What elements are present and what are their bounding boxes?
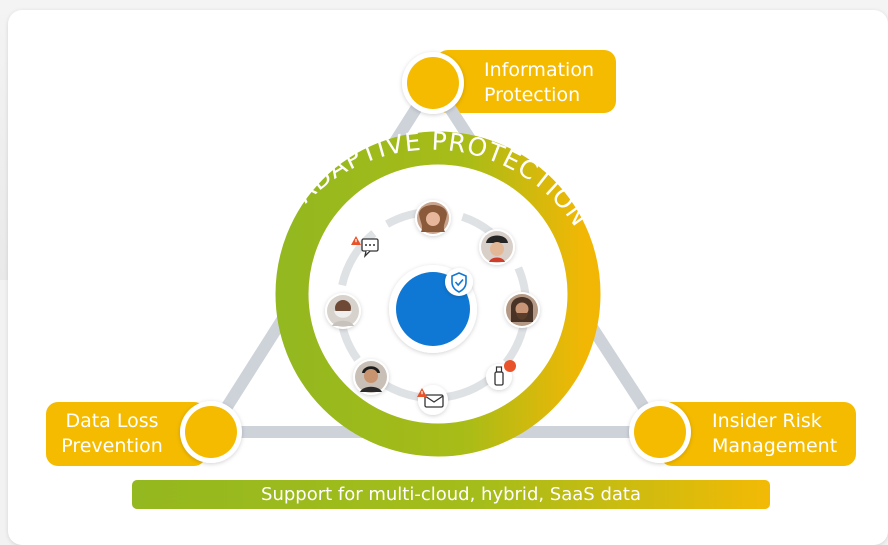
avatar-person-5 <box>353 359 389 395</box>
avatar-person-1 <box>415 200 451 236</box>
support-band <box>132 480 770 509</box>
irm-node <box>629 401 691 463</box>
avatar-person-4 <box>325 293 361 329</box>
mail-warning-icon <box>417 385 448 415</box>
dlp-node <box>180 401 242 463</box>
information-protection-label: Information Protection <box>484 59 594 106</box>
avatar-person-2 <box>479 229 515 265</box>
usb-drive-icon <box>486 360 516 390</box>
irm-tab <box>660 402 856 466</box>
support-band-label: Support for multi-cloud, hybrid, SaaS da… <box>261 484 641 505</box>
alert-dot-icon <box>504 360 516 372</box>
data-loss-prevention-label: Data Loss Prevention <box>61 410 163 457</box>
shield-check-icon <box>445 268 473 296</box>
avatar-person-3 <box>504 292 540 328</box>
dlp-tab <box>46 402 206 466</box>
chat-warning-icon <box>351 236 379 258</box>
info-protection-tab <box>436 50 616 113</box>
insider-risk-management-label: Insider Risk Management <box>712 410 838 457</box>
info-protection-node <box>402 52 464 114</box>
